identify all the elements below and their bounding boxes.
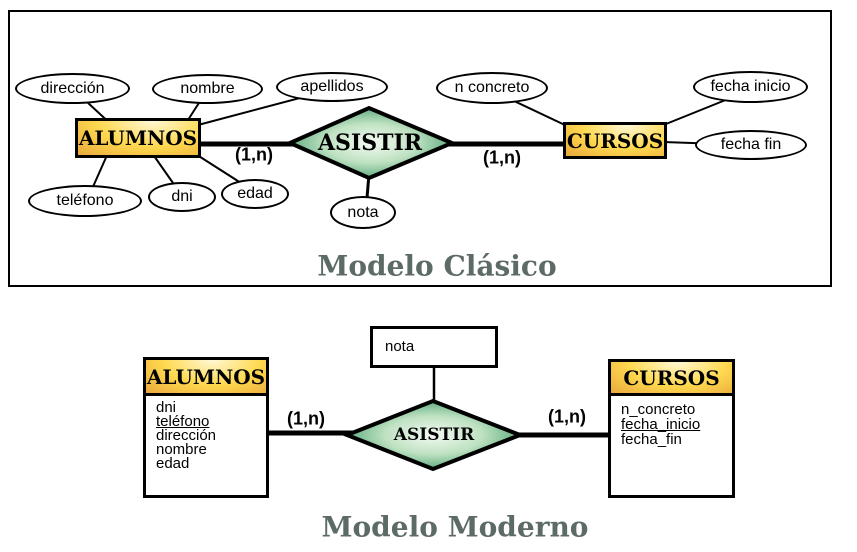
alumnos-table-header: ALUMNOS — [146, 360, 266, 396]
relation-asistir-label-modern: ASISTIR — [393, 425, 475, 445]
asistir-diamond-modern — [341, 398, 526, 472]
field-telefono: teléfono — [156, 413, 210, 430]
attribute-ellipse-apellidos: apellidos — [276, 72, 388, 102]
cursos-table-header: CURSOS — [611, 362, 732, 396]
cardinality-right-classic: (1,n) — [483, 147, 521, 168]
cardinality-left-classic: (1,n) — [235, 144, 273, 165]
attribute-label: nota — [347, 203, 379, 221]
nota-label: nota — [385, 338, 415, 355]
cursos-table-modern: CURSOS n_concreto fecha_inicio fecha_fin — [608, 359, 735, 498]
table-title: ALUMNOS — [146, 364, 266, 389]
attribute-label: teléfono — [56, 192, 114, 209]
entity-label: ALUMNOS — [78, 126, 198, 150]
attribute-label: fecha fin — [720, 136, 782, 153]
alumnos-field-list: dni teléfono dirección nombre edad — [146, 396, 266, 471]
attribute-label: dirección — [40, 79, 105, 97]
field-direccion: dirección — [156, 427, 217, 444]
cursos-field-list: n_concreto fecha_inicio fecha_fin — [611, 396, 732, 447]
field-fecha-fin: fecha_fin — [621, 431, 682, 448]
relation-asistir-label-classic: ASISTIR — [317, 130, 423, 156]
attribute-ellipse-telefono: teléfono — [28, 185, 142, 217]
attribute-label: n concreto — [454, 79, 530, 96]
field-nombre: nombre — [156, 441, 207, 458]
field-dni: dni — [156, 399, 177, 416]
attribute-label: edad — [237, 185, 273, 202]
cardinality-right-modern: (1,n) — [548, 406, 586, 427]
entity-alumnos-classic: ALUMNOS — [75, 118, 201, 158]
modern-model-title: Modelo Moderno — [321, 510, 589, 544]
attribute-ellipse-n-concreto: n concreto — [436, 72, 548, 104]
asistir-diamond-classic — [285, 105, 458, 181]
table-title: CURSOS — [623, 365, 720, 390]
attribute-label: fecha inicio — [710, 78, 791, 95]
attribute-label: nombre — [180, 80, 235, 97]
classic-model-frame — [8, 10, 832, 287]
attribute-ellipse-dni: dni — [148, 182, 216, 212]
nota-box-modern: nota — [370, 326, 498, 368]
entity-cursos-classic: CURSOS — [563, 122, 667, 159]
attribute-ellipse-direccion: dirección — [15, 73, 130, 104]
attribute-ellipse-edad: edad — [221, 179, 289, 209]
attribute-ellipse-nota: nota — [330, 196, 396, 229]
classic-model-title: Modelo Clásico — [317, 249, 557, 283]
attribute-ellipse-fecha-fin: fecha fin — [695, 130, 807, 160]
field-n-concreto: n_concreto — [621, 401, 696, 418]
attribute-label: apellidos — [300, 78, 364, 95]
entity-label: CURSOS — [566, 128, 664, 153]
attribute-ellipse-fecha-inicio: fecha inicio — [693, 71, 808, 103]
alumnos-table-modern: ALUMNOS dni teléfono dirección nombre ed… — [143, 357, 269, 498]
cardinality-left-modern: (1,n) — [287, 408, 325, 429]
attribute-ellipse-nombre: nombre — [152, 74, 263, 104]
attribute-label: dni — [171, 188, 193, 205]
field-fecha-inicio: fecha_inicio — [621, 416, 701, 433]
field-edad: edad — [156, 455, 190, 472]
